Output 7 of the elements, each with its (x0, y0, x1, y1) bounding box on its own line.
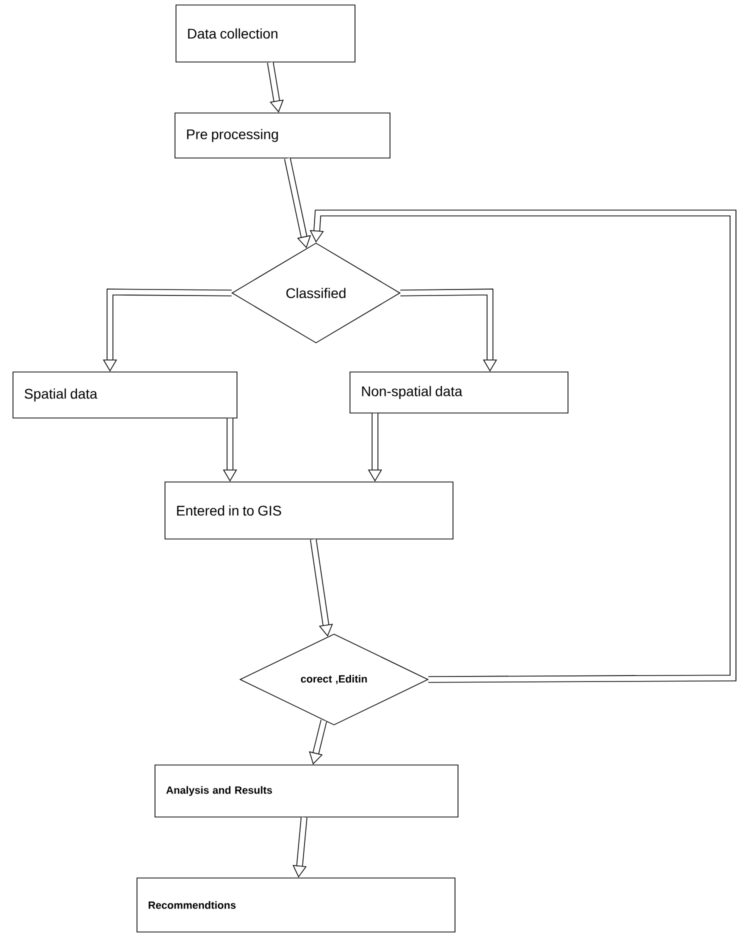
process-box: Data collection (176, 4, 356, 62)
process-box: Spatial data (12, 372, 238, 418)
process-box: Non-spatial data (350, 372, 568, 414)
process-box: Entered in to GIS (164, 482, 454, 540)
process-box: Analysis and Results (154, 764, 458, 818)
process-box: Recommendtions (136, 878, 456, 932)
process-box: Pre processing (174, 112, 390, 158)
